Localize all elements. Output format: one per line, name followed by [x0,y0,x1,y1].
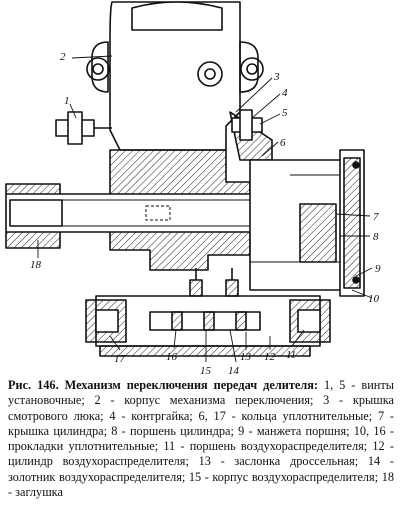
figure-caption: Рис. 146. Механизм переключения передач … [8,378,394,500]
housing-upper [109,1,241,151]
callout-2: 2 [60,51,66,63]
housing-dome [131,1,223,31]
caption-text: 1, 5 - винты установочные; 2 - корпус ме… [8,378,394,500]
top-bolt-hole [197,61,223,87]
callout-6: 6 [280,137,286,149]
callout-17: 17 [114,353,126,365]
callout-13: 13 [240,351,252,363]
callout-8: 8 [373,231,379,243]
callout-10: 10 [368,293,380,305]
callout-3: 3 [273,71,280,83]
callout-9: 9 [375,263,381,275]
callout-12: 12 [264,351,276,363]
callout-18: 18 [30,259,42,271]
callout-4: 4 [282,87,288,99]
left-bolt-hole [86,57,110,81]
callout-14: 14 [228,365,240,377]
callout-11: 11 [286,349,296,361]
callout-5: 5 [282,107,288,119]
housing-left-lug [91,41,109,93]
callout-15: 15 [200,365,212,377]
right-bolt-hole [240,57,264,81]
shaft-inner [9,199,63,227]
mechanism-drawing: 1 2 3 4 5 6 7 8 9 10 11 12 13 14 15 16 1… [5,1,381,377]
housing-right-lug [239,41,259,93]
piston [299,203,337,263]
caption-lead: Рис. 146. Механизм переключения передач … [8,378,318,392]
callout-7: 7 [373,211,379,223]
callout-16: 16 [166,351,178,363]
callout-1: 1 [64,95,70,107]
